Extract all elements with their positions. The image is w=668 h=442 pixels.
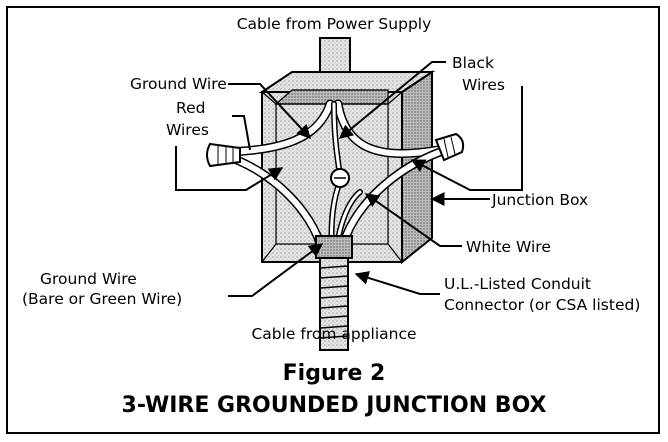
label-black: Black xyxy=(452,54,494,72)
figure-title: 3-WIRE GROUNDED JUNCTION BOX xyxy=(122,393,547,418)
junction-box xyxy=(258,70,436,265)
label-connector-csa: Connector (or CSA listed) xyxy=(444,296,640,314)
label-junction-box: Junction Box xyxy=(491,191,588,209)
label-ground-wire-bottom: Ground Wire xyxy=(40,270,137,288)
label-ground-wire-top: Ground Wire xyxy=(130,75,227,93)
ground-screw xyxy=(330,168,350,188)
leader-lines xyxy=(175,61,523,297)
conduit-connector xyxy=(315,235,353,351)
label-red: Red xyxy=(176,99,205,117)
label-cable-from-appliance: Cable from appliance xyxy=(251,325,416,343)
label-bare-or-green-wire: (Bare or Green Wire) xyxy=(22,290,182,308)
wire-nut-left xyxy=(206,142,241,168)
label-black-wires: Wires xyxy=(462,76,505,94)
figure-number: Figure 2 xyxy=(283,361,386,386)
label-red-wires: Wires xyxy=(166,121,209,139)
wire-nut-right xyxy=(434,132,465,162)
label-cable-from-power-supply: Cable from Power Supply xyxy=(237,15,432,33)
label-ul-listed-conduit: U.L.-Listed Conduit xyxy=(444,275,591,293)
label-white-wire: White Wire xyxy=(466,238,551,256)
